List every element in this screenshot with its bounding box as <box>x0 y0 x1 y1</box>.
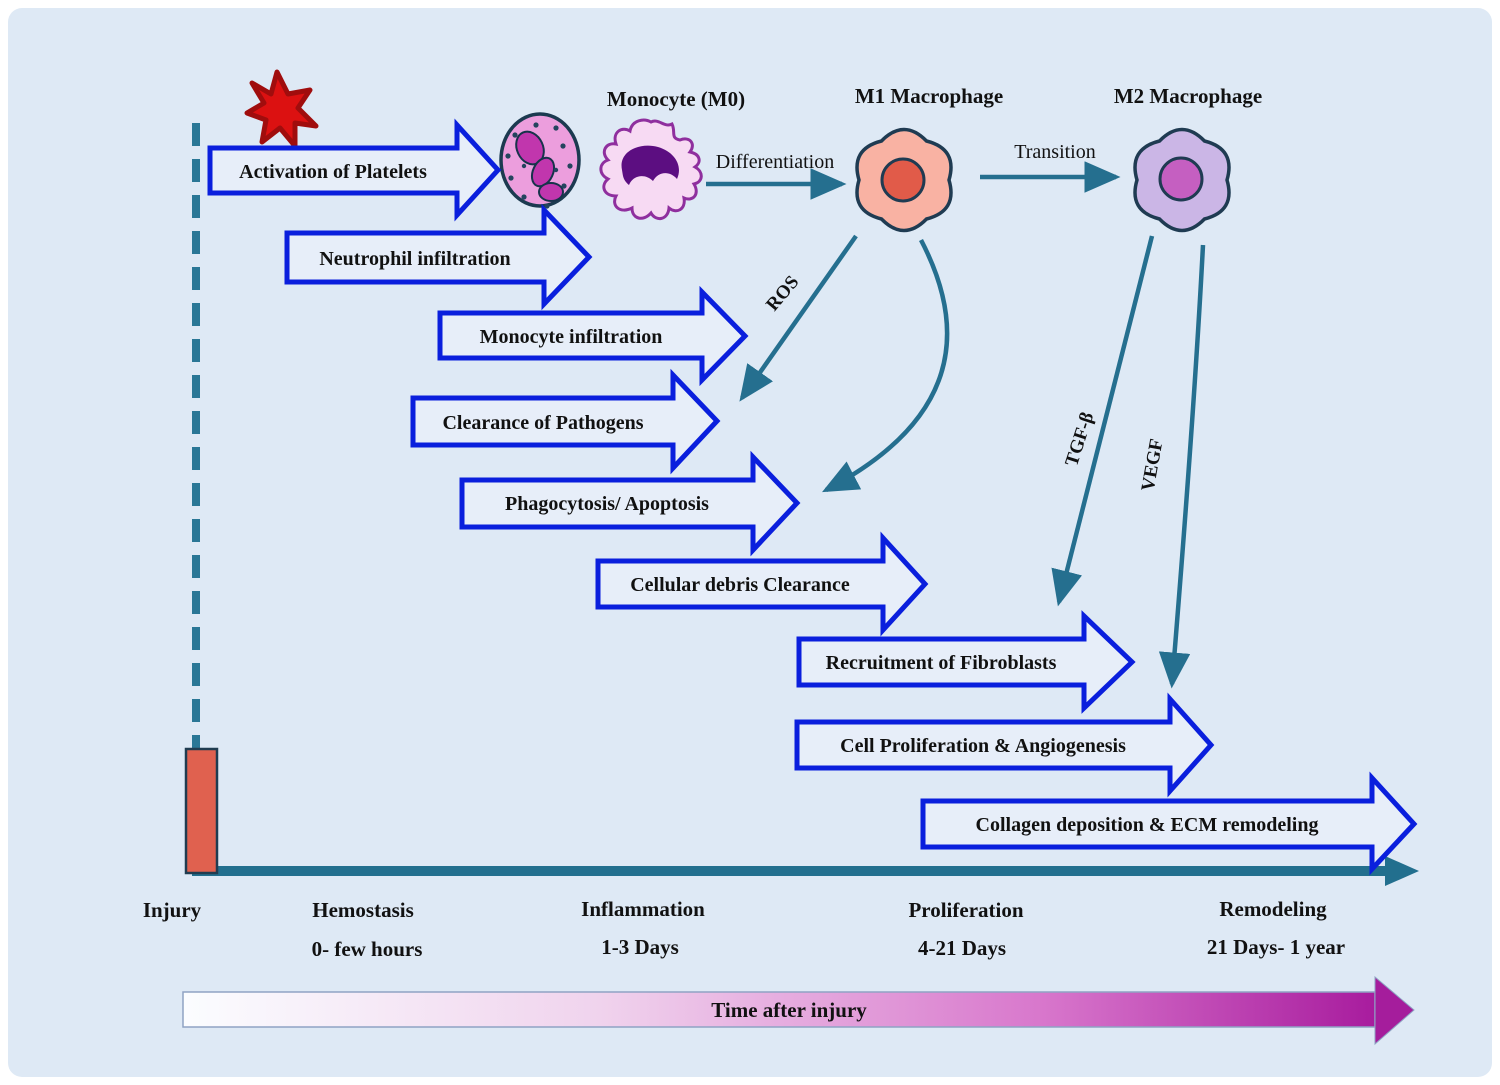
timeline-phase-duration: 21 Days- 1 year <box>1207 935 1345 959</box>
timeline-injury-label: Injury <box>143 898 202 922</box>
timeline-phase-name: Inflammation <box>581 897 705 921</box>
ros-arrow <box>739 234 858 402</box>
process-arrow-clearance-of-pathogens <box>410 368 721 475</box>
m1-phagocytosis-arrow <box>822 238 950 493</box>
timeline-phase-duration: 4-21 Days <box>918 936 1006 960</box>
process-arrow-label: Activation of Platelets <box>239 161 427 183</box>
process-arrow-label: Collagen deposition & ECM remodeling <box>976 814 1319 836</box>
timeline-phase-name: Hemostasis <box>312 898 414 922</box>
process-arrow-collagen-deposition-ecm-remodeling <box>920 771 1418 876</box>
m1-macrophage-icon <box>855 127 953 233</box>
process-arrow-monocyte-infiltration <box>437 285 749 387</box>
timeline-phase-duration: 0- few hours <box>312 937 423 961</box>
time-axis-arrowhead-icon <box>1385 856 1419 886</box>
m2-macrophage-label: M2 Macrophage <box>1114 84 1262 108</box>
monocyte-icon <box>599 118 703 221</box>
platelet-icon <box>244 69 319 149</box>
process-arrow-activation-of-platelets <box>207 118 502 222</box>
process-arrow-label: Recruitment of Fibroblasts <box>826 652 1057 674</box>
process-arrow-label: Cellular debris Clearance <box>630 574 850 596</box>
monocyte-label: Monocyte (M0) <box>607 87 745 111</box>
process-arrow-label: Neutrophil infiltration <box>319 248 510 270</box>
timeline-phase-name: Proliferation <box>908 898 1023 922</box>
differentiation-label: Differentiation <box>716 151 834 173</box>
transition-label: Transition <box>1014 141 1096 163</box>
process-arrow-label: Monocyte infiltration <box>480 326 663 348</box>
m1-macrophage-label: M1 Macrophage <box>855 84 1003 108</box>
timeline-phase-name: Remodeling <box>1219 897 1327 921</box>
process-arrow-recruitment-of-fibroblasts <box>796 610 1136 714</box>
process-arrow-label: Cell Proliferation & Angiogenesis <box>840 735 1126 757</box>
process-arrow-phagocytosis-apoptosis <box>459 450 801 557</box>
process-arrow-cellular-debris-clearance <box>595 531 929 637</box>
process-arrow-cell-proliferation-angiogenesis <box>794 692 1215 798</box>
timeline-phase-duration: 1-3 Days <box>601 935 679 959</box>
injury-marker <box>184 747 219 875</box>
tgf-beta-arrow <box>1051 235 1155 607</box>
process-arrow-label: Clearance of Pathogens <box>442 412 643 434</box>
time-after-injury-arrow <box>182 975 1415 1046</box>
vegf-arrow <box>1158 244 1206 689</box>
m2-macrophage-icon <box>1133 127 1231 233</box>
time-after-injury-label: Time after injury <box>711 998 867 1022</box>
process-arrow-label: Phagocytosis/ Apoptosis <box>505 493 709 515</box>
process-arrow-neutrophil-infiltration <box>284 203 593 311</box>
neutrophil-icon <box>499 112 581 209</box>
